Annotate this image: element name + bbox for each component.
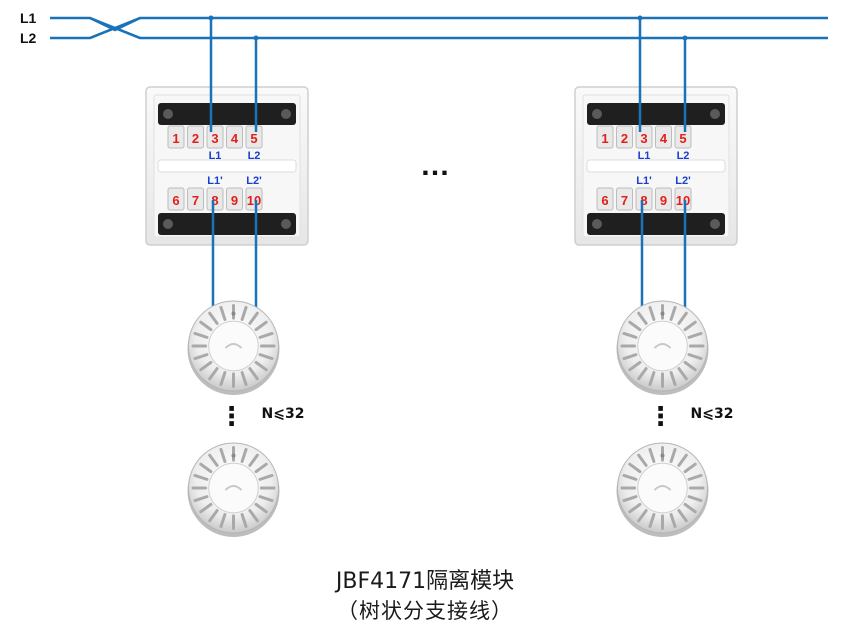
terminal-screw-10 xyxy=(674,187,692,211)
terminal-screw-9 xyxy=(655,187,672,211)
terminal-label-in-l2: L2 xyxy=(248,150,261,162)
terminal-label-out-l1: L1' xyxy=(207,175,223,187)
terminal-screw-6 xyxy=(167,187,185,211)
terminal-number: 3 xyxy=(211,131,218,146)
terminal-number: 8 xyxy=(640,193,647,208)
terminal-number: 6 xyxy=(601,193,608,208)
terminal-screw-1 xyxy=(167,125,185,149)
terminal-strip xyxy=(587,103,725,125)
terminal-screw-2 xyxy=(187,125,204,149)
detector-ellipsis: ⋮ xyxy=(219,402,245,432)
terminal-screw-1 xyxy=(596,125,614,149)
terminal-number: 2 xyxy=(192,131,199,146)
smoke-detector-icon xyxy=(616,442,709,537)
module-ellipsis: … xyxy=(420,149,450,182)
terminal-number: 4 xyxy=(231,131,239,146)
bus-lines xyxy=(50,16,828,40)
terminal-number: 8 xyxy=(211,193,218,208)
terminal-label-in-l1: L1 xyxy=(209,150,222,162)
terminal-screw-7 xyxy=(616,187,633,211)
caption-subtitle: （树状分支接线） xyxy=(337,599,513,623)
terminal-screw-4 xyxy=(226,125,243,149)
terminal-number: 7 xyxy=(621,193,628,208)
terminal-strip xyxy=(158,213,296,235)
terminal-number: 10 xyxy=(247,193,261,208)
terminal-number: 2 xyxy=(621,131,628,146)
detector-ellipsis: ⋮ xyxy=(648,402,674,432)
terminal-strip xyxy=(158,103,296,125)
terminal-screw-2 xyxy=(616,125,633,149)
smoke-detector-icon xyxy=(187,300,280,395)
terminal-label-in-l2: L2 xyxy=(677,150,690,162)
bus-label-l1: L1 xyxy=(20,10,37,26)
terminal-number: 9 xyxy=(231,193,238,208)
terminal-screw-8 xyxy=(635,187,653,211)
terminal-number: 5 xyxy=(250,131,257,146)
terminal-strip xyxy=(587,213,725,235)
terminal-screw-10 xyxy=(245,187,263,211)
terminal-number: 10 xyxy=(676,193,690,208)
terminal-label-out-l2: L2' xyxy=(246,175,262,187)
caption-title: JBF4171隔离模块 xyxy=(335,569,515,594)
smoke-detector-icon xyxy=(616,300,709,395)
terminal-number: 6 xyxy=(172,193,179,208)
terminal-number: 3 xyxy=(640,131,647,146)
terminal-screw-9 xyxy=(226,187,243,211)
terminal-screw-6 xyxy=(596,187,614,211)
terminal-screw-7 xyxy=(187,187,204,211)
terminal-screw-4 xyxy=(655,125,672,149)
terminal-number: 9 xyxy=(660,193,667,208)
detector-limit-label: N⩽32 xyxy=(691,406,734,422)
detector-limit-label: N⩽32 xyxy=(262,406,305,422)
terminal-label-out-l1: L1' xyxy=(636,175,652,187)
terminal-number: 4 xyxy=(660,131,668,146)
terminal-label-in-l1: L1 xyxy=(638,150,651,162)
terminal-screw-5 xyxy=(245,125,263,149)
terminal-number: 7 xyxy=(192,193,199,208)
terminal-number: 5 xyxy=(679,131,686,146)
terminal-label-out-l2: L2' xyxy=(675,175,691,187)
bus-label-l2: L2 xyxy=(20,30,37,46)
smoke-detector-icon xyxy=(187,442,280,537)
terminal-number: 1 xyxy=(601,131,608,146)
terminal-screw-5 xyxy=(674,125,692,149)
terminal-number: 1 xyxy=(172,131,179,146)
terminal-screw-8 xyxy=(206,187,224,211)
